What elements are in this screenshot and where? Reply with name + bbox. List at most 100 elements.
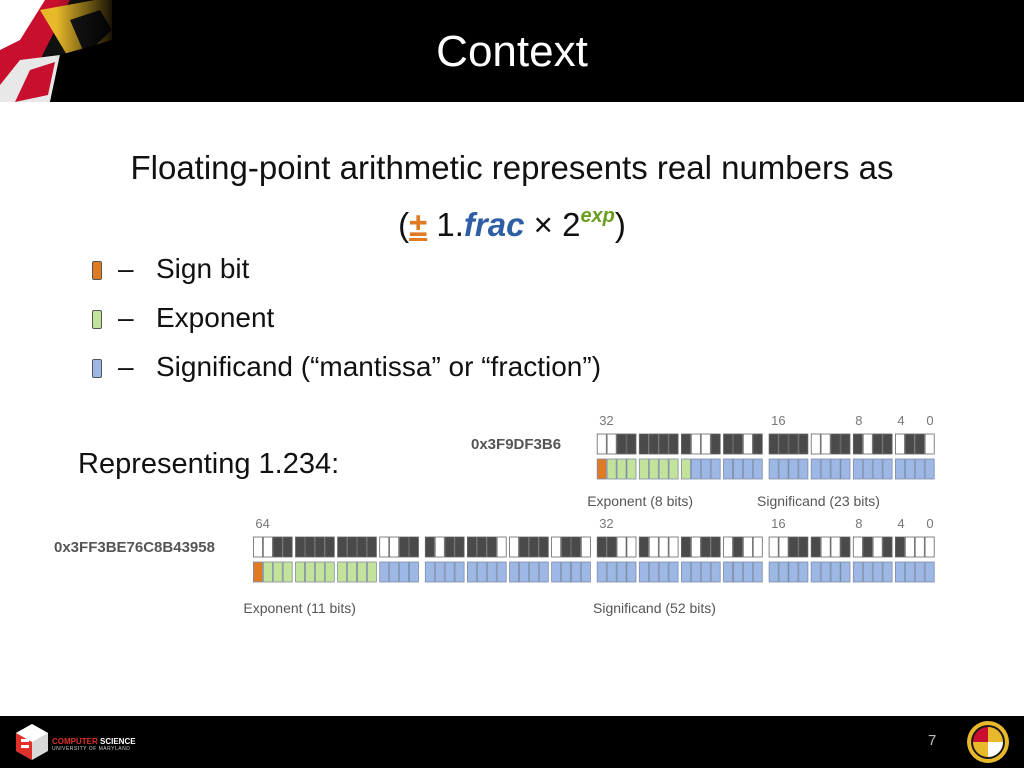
single-field-bit [668,458,679,480]
single-field-bit [914,458,925,480]
single-value-bit [710,433,721,455]
cs-brand-line-1: COMPUTER SCIENCE [52,737,136,746]
double-field-bit [626,561,637,583]
double-value-bit [454,536,465,558]
single-field-bit [895,458,905,480]
slide-title: Context [436,27,588,76]
cs-brand-line-2: UNIVERSITY OF MARYLAND [52,746,131,752]
double-value-bit [710,536,721,558]
double-value-bit [272,536,283,558]
double-field-bit [924,561,935,583]
double-field-bit [810,561,821,583]
double-field-bit [252,561,263,583]
double-value-bit [830,536,841,558]
double-field-bit [668,561,679,583]
double-tick-label: 8 [855,516,862,531]
double-value-bit [596,536,607,558]
double-value-bit [571,536,581,558]
single-value-bit [681,433,691,455]
single-value-bit [752,433,763,455]
single-value-bit [606,433,617,455]
double-field-bit [538,561,549,583]
double-value-bit [356,536,367,558]
double-field-bit [295,561,306,583]
formula-exp: exp [580,205,615,227]
double-exponent-label: Exponent (11 bits) [243,600,356,616]
single-field-bit [862,458,873,480]
double-value-bit [778,536,789,558]
double-field-bit [444,561,455,583]
double-value-bit [862,536,873,558]
single-field-bit [820,458,831,480]
double-field-bit [509,561,520,583]
legend-label-exponent: Exponent [156,302,275,333]
double-value-bit [444,536,455,558]
double-value-bit [882,536,893,558]
single-value-bit [914,433,925,455]
legend-dash: – [118,253,134,284]
single-field-bit [778,458,789,480]
single-field-bit [788,458,799,480]
double-field-bit [519,561,529,583]
double-value-bit [262,536,273,558]
exponent-swatch-icon [92,310,102,329]
double-field-bit [710,561,721,583]
double-value-bit [509,536,520,558]
double-value-bit [820,536,831,558]
double-field-bit [768,561,779,583]
double-field-bit [580,561,591,583]
double-value-bit [914,536,925,558]
single-tick-label: 8 [855,413,862,428]
double-value-bit [486,536,497,558]
double-field-bit [733,561,743,583]
formula-one: 1. [427,206,464,243]
single-value-bit [924,433,935,455]
double-field-bit [820,561,831,583]
double-field-bit [571,561,581,583]
double-field-bit [282,561,293,583]
double-value-bit [852,536,863,558]
single-field-bit [924,458,935,480]
double-value-bit [788,536,799,558]
double-value-bit [476,536,487,558]
double-field-bit [379,561,390,583]
double-field-bit [658,561,669,583]
single-field-bit [681,458,691,480]
double-value-bit [304,536,315,558]
footer-bar [0,716,1024,768]
double-value-bit [295,536,306,558]
formula-open-paren: ( [398,206,410,243]
double-field-bit [798,561,809,583]
single-value-bit [648,433,659,455]
single-exponent-label: Exponent (8 bits) [587,493,693,509]
double-field-bit [872,561,883,583]
title-bar: Context [0,0,1024,102]
double-field-bit [356,561,367,583]
double-field-bit [324,561,335,583]
double-field-bit [408,561,419,583]
single-value-bit [626,433,637,455]
legend-label-sign: Sign bit [156,253,250,284]
single-value-bit [840,433,851,455]
double-field-bit [399,561,410,583]
formula-sign: ± [409,206,428,243]
double-value-bit [347,536,358,558]
double-field-bit [337,561,348,583]
single-field-bit [798,458,809,480]
single-field-bit [768,458,779,480]
double-field-bit [700,561,711,583]
single-field-bit [752,458,763,480]
double-field-bit [561,561,572,583]
double-value-bit [324,536,335,558]
double-tick-label: 4 [897,516,904,531]
single-field-bit [606,458,617,480]
double-value-bit [434,536,445,558]
single-value-bit [852,433,863,455]
formula-times-two: × 2 [524,206,581,243]
single-value-bit [733,433,743,455]
single-field-bit [830,458,841,480]
single-value-bit [882,433,893,455]
single-value-bit [788,433,799,455]
single-field-bit [616,458,627,480]
single-value-bit [872,433,883,455]
